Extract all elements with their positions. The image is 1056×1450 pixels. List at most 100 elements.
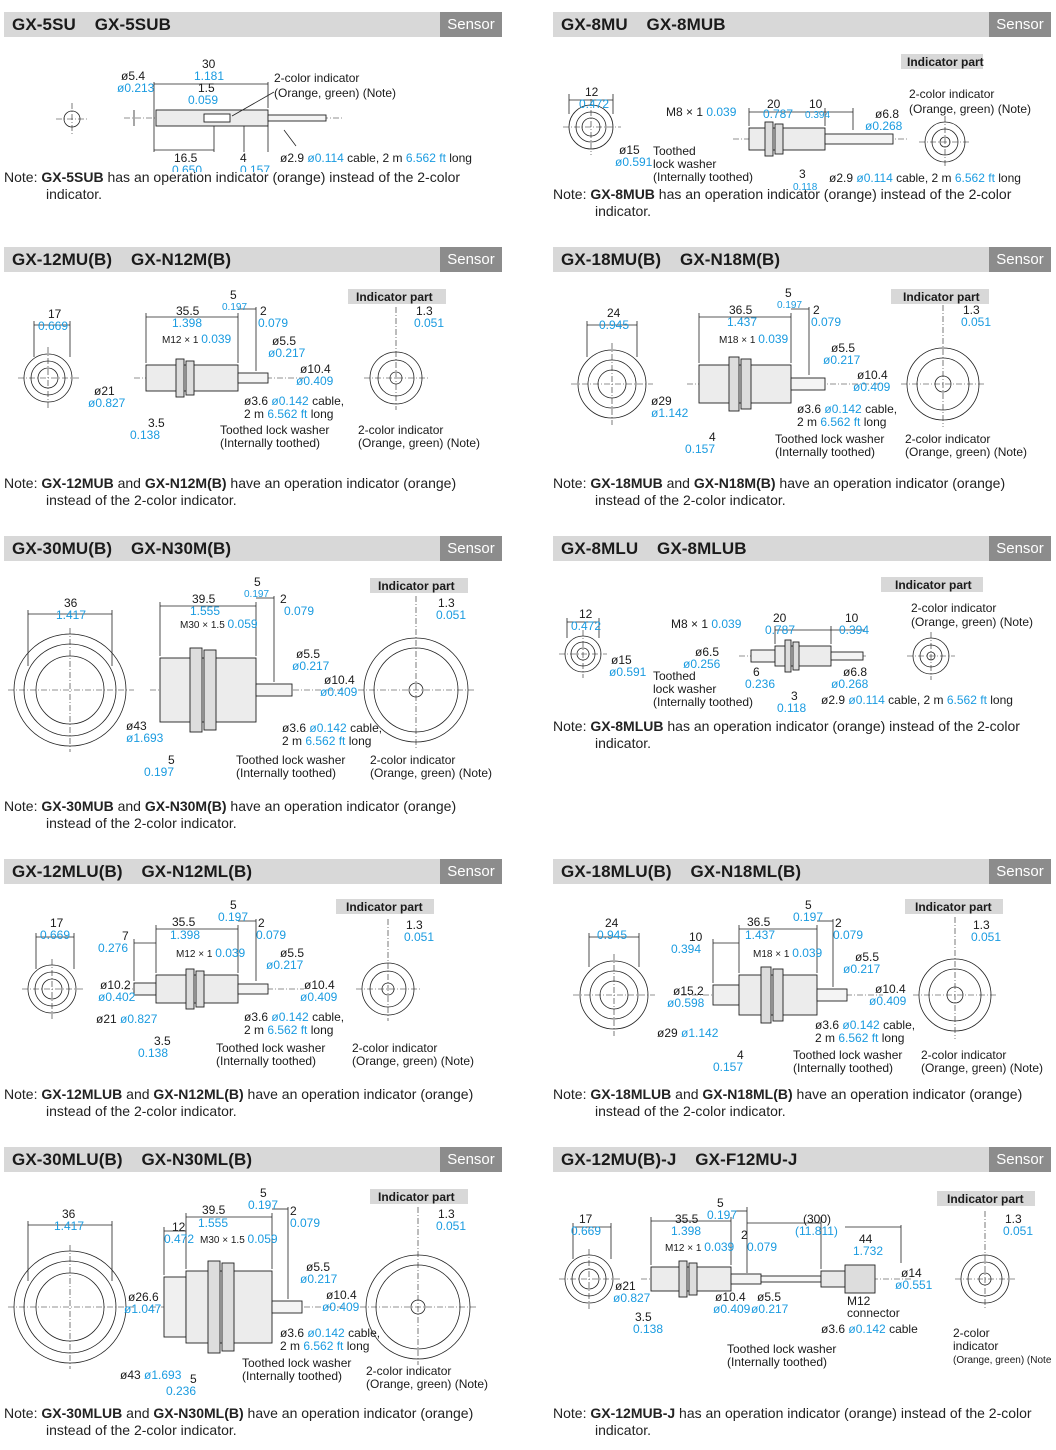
sensor-badge: Sensor: [440, 1147, 502, 1172]
dim-label: 17: [579, 1212, 593, 1226]
dim-label: 5: [230, 898, 237, 912]
section-gx-12mu-j: GX-12MU(B)-J GX-F12MU-J Sensor Indicator…: [553, 1147, 1051, 1438]
dim-label: 0.051: [1003, 1224, 1033, 1238]
dim-label: 1.398: [671, 1224, 701, 1238]
dim-label: M30 × 1.5: [180, 620, 225, 631]
dim-label: 4: [709, 430, 716, 444]
dim-label: ø3.6: [815, 1018, 839, 1032]
dim-label: ø21: [94, 384, 115, 398]
dim-label: ø0.217: [823, 353, 861, 367]
model-names: GX-12MLU(B) GX-N12ML(B): [12, 862, 253, 881]
dim-label: ø43 ø1.693: [120, 1368, 182, 1382]
dim-label: 0.051: [971, 930, 1001, 944]
dim-label: ø10.4: [715, 1290, 746, 1304]
dim-label: (Internally toothed): [793, 1061, 893, 1075]
dim-label: 20: [767, 97, 781, 111]
dim-label: 0.138: [633, 1322, 663, 1336]
dim-label: (Internally toothed): [653, 170, 753, 184]
dim-label: 35.5: [675, 1212, 699, 1226]
dim-label: (Orange, green) (Note): [358, 436, 480, 450]
dim-label: 2 m: [797, 415, 817, 429]
dim-label: 0.039: [758, 332, 788, 346]
dim-label: 20: [773, 611, 787, 625]
dim-label: ø0.827: [613, 1291, 651, 1305]
dim-label: 7: [122, 929, 129, 943]
dim-label: cable,: [865, 402, 897, 416]
dim-label: 0.079: [833, 928, 863, 942]
dim-label: M8 × 1: [666, 105, 703, 119]
dim-label: (Internally toothed): [775, 445, 875, 459]
dim-label: 0.039: [711, 617, 741, 631]
dimension-drawing: Indicator part 240.945 ø29 ø1.142 100.39…: [573, 898, 1043, 1075]
dim-label: Toothed: [653, 669, 696, 683]
dim-label: 2-color indicator: [911, 601, 996, 615]
dim-label: 0.157: [713, 1060, 743, 1074]
dim-label: 0.394: [805, 110, 830, 121]
dim-label: 3.5: [154, 1034, 171, 1048]
dim-label: ø2.9: [821, 693, 845, 707]
dim-label: ø0.551: [895, 1278, 933, 1292]
sensor-badge: Sensor: [989, 1147, 1051, 1172]
dim-label: 0.669: [571, 1224, 601, 1238]
dim-label: 5: [254, 575, 261, 589]
dim-label: (Internally toothed): [727, 1355, 827, 1369]
dim-label: 6.562 ft: [267, 1023, 308, 1037]
dim-label: Toothed lock washer: [220, 423, 329, 437]
dim-label: 2 m 6.562 ft long: [244, 407, 333, 421]
dim-label: ø10.2: [100, 978, 131, 992]
section-gx-18mlu: GX-18MLU(B) GX-N18ML(B) Sensor Indicator…: [553, 859, 1051, 1119]
dim-label: cable: [889, 1322, 918, 1336]
dimension-drawing: Indicator part 170.669 ø21 ø0.827 70.276…: [22, 898, 474, 1068]
dim-label: 10: [689, 930, 703, 944]
dim-label: 2-color indicator: [921, 1048, 1006, 1062]
dim-label: lock washer: [653, 682, 716, 696]
dim-label: 1.5: [198, 81, 215, 95]
dim-label: ø0.217: [292, 659, 330, 673]
dim-label: (Orange, green) (Note): [370, 766, 492, 780]
dim-label: 0.472: [571, 619, 601, 633]
dim-label: 0.197: [218, 910, 248, 924]
dim-label: ø0.142: [271, 394, 309, 408]
section-gx-8mlu: GX-8MLU GX-8MLUB Sensor Indicator part 1…: [553, 536, 1051, 751]
dim-label: 0.236: [745, 677, 775, 691]
dim-label: ø3.6: [280, 1326, 304, 1340]
dim-label: (Internally toothed): [236, 766, 336, 780]
dim-label: 6: [753, 665, 760, 679]
dim-label: M12: [847, 1294, 871, 1308]
dim-label: 2 m 6.562 ft long: [282, 734, 371, 748]
dim-label: M30 × 1.5: [200, 1235, 245, 1246]
dim-label: 0.157: [685, 442, 715, 456]
dim-label: ø10.4: [324, 673, 355, 687]
dim-label: M30 × 1.5 0.059: [180, 617, 258, 631]
dim-label: long: [311, 1023, 334, 1037]
dim-label: 0.197: [144, 765, 174, 779]
dim-label: 0.945: [599, 318, 629, 332]
dim-label: ø1.142: [651, 406, 689, 420]
section-gx-18mu: GX-18MU(B) GX-N18M(B) Sensor Indicator p…: [553, 247, 1051, 508]
dim-label: ø0.114: [848, 693, 885, 707]
dim-label: ø0.256: [683, 657, 721, 671]
dim-label: 2-color indicator: [274, 71, 359, 85]
dim-label: 0.394: [839, 623, 869, 637]
section-gx-5su: GX-5SU GX-5SUB Sensor ø5.4 ø0.213 30 1.1…: [4, 12, 502, 202]
dim-label: 0.945: [597, 928, 627, 942]
dim-label: 2-color: [953, 1326, 990, 1340]
dim-label: (Internally toothed): [216, 1054, 316, 1068]
dim-label: 1.3: [438, 596, 455, 610]
dim-label: (300): [803, 1212, 831, 1226]
dim-label: 1.417: [56, 608, 86, 622]
dim-label: 1.3: [416, 304, 433, 318]
dim-label: 0.079: [811, 315, 841, 329]
dim-label: ø6.8: [843, 665, 867, 679]
dim-label: (Orange, green) (Note): [352, 1054, 474, 1068]
dim-label: long: [449, 151, 472, 165]
dim-label: 0.197: [707, 1208, 737, 1222]
dim-label: 0.197: [222, 302, 247, 313]
section-header: GX-18MU(B) GX-N18M(B) Sensor: [553, 247, 1051, 272]
sensor-badge: Sensor: [440, 12, 502, 37]
dim-label: cable,: [348, 1326, 380, 1340]
section-gx-30mu: GX-30MU(B) GX-N30M(B) Sensor Indicator p…: [4, 536, 502, 831]
dim-label: ø3.6 ø0.142 cable,: [244, 1010, 344, 1024]
